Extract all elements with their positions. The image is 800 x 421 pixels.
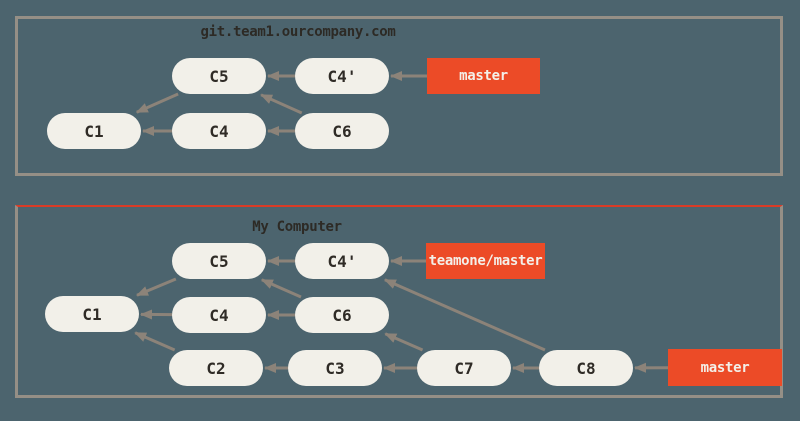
commit-node-C3-local: C3	[288, 350, 382, 386]
commit-node-C7-local: C7	[417, 350, 511, 386]
commit-node-C8-local: C8	[539, 350, 633, 386]
commit-node-C4-remote: C4	[172, 113, 266, 149]
remote-repo-box	[15, 16, 783, 176]
branch-ref-master-local: master	[668, 349, 782, 386]
remote-repo-title: git.team1.ourcompany.com	[200, 24, 396, 40]
local-repo-box	[15, 205, 783, 398]
commit-node-C4p-local: C4'	[295, 243, 389, 279]
commit-node-C2-local: C2	[169, 350, 263, 386]
local-repo-title: My Computer	[252, 219, 342, 235]
branch-ref-master-remote: master	[427, 58, 540, 94]
branch-ref-teamone-local: teamone/master	[426, 243, 545, 279]
commit-node-C6-remote: C6	[295, 113, 389, 149]
commit-node-C5-local: C5	[172, 243, 266, 279]
commit-node-C6-local: C6	[295, 297, 389, 333]
commit-node-C5-remote: C5	[172, 58, 266, 94]
commit-node-C1-local: C1	[45, 296, 139, 332]
commit-node-C1-remote: C1	[47, 113, 141, 149]
commit-node-C4-local: C4	[172, 297, 266, 333]
commit-node-C4p-remote: C4'	[295, 58, 389, 94]
